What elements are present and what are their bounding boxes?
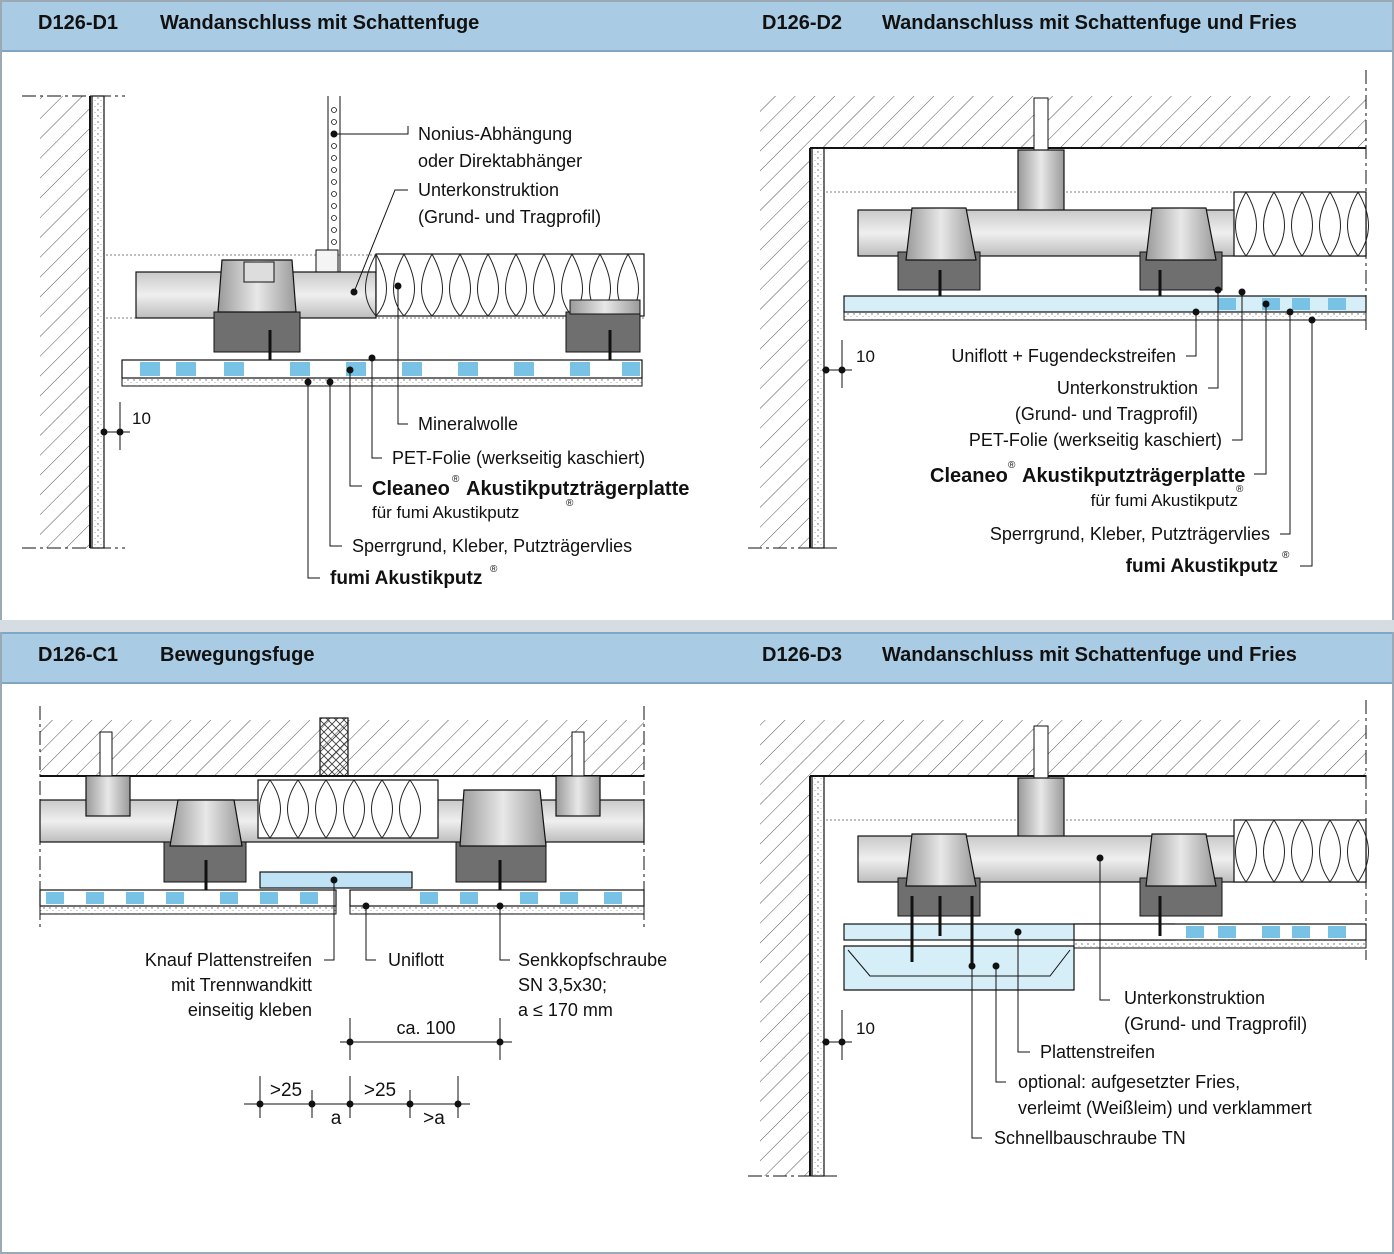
panel-title-d3: Wandanschluss mit Schattenfuge und Fries [882,644,1297,666]
label-d2-4: PET-Folie (werkseitig kaschiert) [969,430,1222,450]
label-d2-6: für fumi Akustikputz [1091,491,1238,510]
reg-d2-3: ® [1282,550,1290,561]
label-d1-10: fumi Akustikputz [330,568,482,589]
header-bottom: D126-C1 Bewegungsfuge D126-D3 Wandanschl… [0,632,1394,684]
label-c1-3: einseitig kleben [188,1000,312,1020]
panel-code-c1: D126-C1 [38,644,119,666]
clip-d2-right [1139,207,1223,312]
label-d1-8: für fumi Akustikputz [372,503,519,522]
label-d3-5: verleimt (Weißleim) und verklammert [1018,1098,1312,1118]
clip-d1-right [565,299,641,372]
label-d2-5b: Akustikputzträgerplatte [1022,465,1245,487]
dim-c1-1: ca. 100 [396,1018,455,1038]
board-perforations-d1 [140,362,640,376]
diagram-d2: 10 Uniflott + Fugendeckstreifen Unterkon… [748,70,1369,577]
reg-d1-2: ® [566,498,574,509]
label-d1-7b: Akustikputzträgerplatte [466,478,689,500]
panel-title-d1: Wandanschluss mit Schattenfuge [160,12,480,34]
label-d1-2: oder Direktabhänger [418,151,582,171]
dim-d3: 10 [856,1019,875,1038]
reg-d2-2: ® [1236,484,1244,495]
label-d1-5: Mineralwolle [418,414,518,434]
dimension-lines-c1 [244,1018,512,1118]
label-c1-7: a ≤ 170 mm [518,1000,613,1020]
label-d1-9: Sperrgrund, Kleber, Putzträgervlies [352,536,632,556]
label-c1-6: SN 3,5x30; [518,975,607,995]
reg-d1-1: ® [452,474,460,485]
label-c1-2: mit Trennwandkitt [171,975,312,995]
clip-c1-left [163,799,247,906]
label-d1-6: PET-Folie (werkseitig kaschiert) [392,448,645,468]
diagram-c1: Knauf Plattenstreifen mit Trennwandkitt … [39,706,667,1129]
dim-d1: 10 [132,409,151,428]
panel-code-d2: D126-D2 [762,12,843,34]
dim-c1-3: >25 [364,1080,396,1101]
label-d3-2: (Grund- und Tragprofil) [1124,1014,1307,1034]
panel-title-c1: Bewegungsfuge [160,644,315,666]
clip-c1-right [455,789,547,906]
label-d2-2: Unterkonstruktion [1057,378,1198,398]
panel-code-d3: D126-D3 [762,644,843,666]
header-top: D126-D1 Wandanschluss mit Schattenfuge D… [0,0,1394,52]
mid-divider [0,620,1394,632]
label-d3-4: optional: aufgesetzter Fries, [1018,1072,1240,1092]
diagram-d3: 10 Unterkonstruktion (Grund- und Tragpro… [748,700,1369,1177]
label-d1-4: (Grund- und Tragprofil) [418,207,601,227]
label-d3-3: Plattenstreifen [1040,1042,1155,1062]
label-d1-1: Nonius-Abhängung [418,124,572,144]
reg-d1-3: ® [490,564,498,575]
label-d2-1: Uniflott + Fugendeckstreifen [951,346,1176,366]
clip-d1-left [213,259,301,372]
label-d2-8: fumi Akustikputz [1126,556,1278,577]
label-c1-4: Uniflott [388,950,444,970]
label-d1-7a: Cleaneo [372,478,450,500]
label-d2-3: (Grund- und Tragprofil) [1015,404,1198,424]
label-c1-5: Senkkopfschraube [518,950,667,970]
reg-d2-1: ® [1008,460,1016,471]
label-d3-1: Unterkonstruktion [1124,988,1265,1008]
dim-c1-2: >25 [270,1080,302,1101]
label-d3-6: Schnellbauschraube TN [994,1128,1186,1148]
dim-c1-4: a [331,1108,342,1129]
diagram-d1: 10 Nonius-Abhängung oder Direktabhänger … [22,95,689,589]
dim-d2: 10 [856,347,875,366]
label-c1-1: Knauf Plattenstreifen [145,950,312,970]
clip-d2-left [897,207,981,312]
label-d1-3: Unterkonstruktion [418,180,559,200]
panel-code-d1: D126-D1 [38,12,119,34]
label-d2-5a: Cleaneo [930,465,1008,487]
dim-c1-5: >a [423,1108,445,1129]
panel-title-d2: Wandanschluss mit Schattenfuge und Fries [882,12,1297,34]
label-d2-7: Sperrgrund, Kleber, Putzträgervlies [990,524,1270,544]
wall-hatch [40,96,90,548]
